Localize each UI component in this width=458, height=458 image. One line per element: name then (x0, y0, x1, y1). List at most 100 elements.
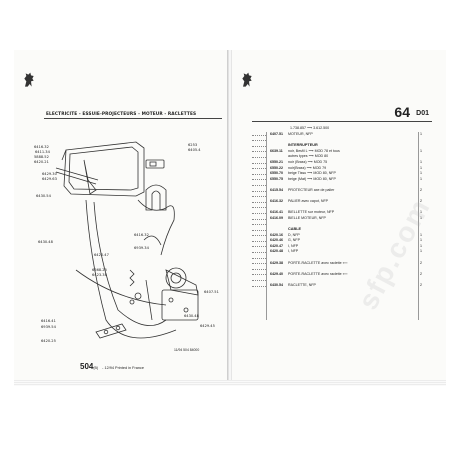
catalog-number: 504 (80, 362, 94, 371)
catalog-spread: ELECTRICITE - ESSUIE-PROJECTEURS - MOTEU… (14, 50, 446, 386)
row-qty: 1 (420, 249, 422, 254)
table-row: 6416.09 BIELLE MOTEUR, NFP 1 (252, 216, 432, 222)
row-desc: BIELLE MOTEUR, NFP (288, 215, 326, 220)
row-ref: 6416.32 (270, 199, 283, 204)
row-leader (252, 201, 266, 203)
table-row: 6429.38 PORTE-RACLETTE avec raclette ⟸ 2 (252, 261, 432, 267)
part-label: 6420.21 (34, 160, 49, 164)
table-row: autres types ⟶ MOD 80 (252, 154, 432, 160)
row-qty: 2 (420, 283, 422, 288)
row-desc: I, NFP (288, 249, 299, 254)
table-row (252, 277, 432, 283)
table-row: CABLE (252, 227, 432, 233)
row-qty: 1 (420, 171, 422, 176)
row-desc: I, NFP (288, 243, 299, 248)
row-qty: 1 (420, 165, 422, 170)
part-label: 6939.54 (41, 325, 56, 329)
row-desc: PORTE-RACLETTE avec raclette ⟸ (288, 260, 348, 265)
page-sub: D01 (416, 110, 429, 117)
table-row (252, 205, 432, 211)
part-label: 6429.63 (42, 177, 57, 181)
part-label: 6430.48 (38, 240, 53, 244)
lion-logo-icon (22, 72, 36, 88)
row-ref: 6429.40 (270, 271, 283, 276)
row-qty: 1 (420, 243, 422, 248)
row-qty: 2 (420, 199, 422, 204)
row-qty: 1 (420, 238, 422, 243)
row-leader (252, 145, 266, 147)
row-leader (252, 184, 266, 186)
row-leader (252, 268, 266, 270)
exploded-diagram (55, 141, 199, 339)
row-desc: D, NFP (288, 232, 300, 237)
row-desc: PALIER avec capot, NFP (288, 199, 329, 204)
row-qty: 1 (420, 232, 422, 237)
row-leader (252, 196, 266, 198)
row-leader (252, 134, 266, 136)
row-leader (252, 212, 266, 214)
row-qty: 1 (420, 215, 422, 220)
row-ref: 6430.54 (270, 283, 283, 288)
row-leader (252, 280, 266, 282)
row-leader (252, 190, 266, 192)
part-label: 6420.25 (41, 339, 56, 343)
gutter (228, 50, 232, 380)
printed-note: - 12/94 Printed in France (102, 366, 144, 370)
part-label: 6429.45 (200, 324, 215, 328)
row-ref: 6415.54 (270, 187, 283, 192)
row-qty: 1 (420, 132, 422, 136)
row-qty: 2 (420, 260, 422, 265)
section-title: ELECTRICITE - ESSUIE-PROJECTEURS - MOTEU… (46, 112, 197, 117)
row-ref: 6429.38 (270, 260, 283, 265)
row-leader (252, 224, 266, 226)
row-ref: 6407.51 (270, 132, 283, 136)
part-label: 6405.4 (188, 148, 201, 152)
row-ref: 6550.70 (270, 171, 283, 176)
row-desc: RACLETTE, NFP (288, 283, 316, 288)
table-row: 6420.48 I, NFP 1 (252, 249, 432, 255)
part-label: 6429.30 (42, 172, 57, 176)
row-leader (252, 257, 266, 259)
row-leader (252, 156, 266, 158)
part-label: 6668.25 (92, 268, 107, 272)
row-desc: PORTE-RACLETTE avec raclette ⟸ (288, 271, 348, 276)
title-rule (44, 118, 222, 119)
row-leader (252, 274, 266, 276)
table-row: 6420.16 D, NFP 1 (252, 233, 432, 239)
table-row (252, 266, 432, 272)
row-leader (252, 168, 266, 170)
column-rule (266, 132, 267, 320)
table-row (252, 182, 432, 188)
part-label: 5888.52 (34, 155, 49, 159)
table-row: 6407.51 MOTEUR, NFP 1 (252, 132, 432, 138)
row-desc: G, NFP (288, 238, 300, 243)
row-ref: 6420.16 (270, 232, 283, 237)
row-ref: 6420.48 (270, 249, 283, 254)
row-desc: MOTEUR, NFP (288, 132, 313, 136)
title-rule (252, 121, 432, 122)
row-desc: PROTECTEUR axe de palier (288, 187, 335, 192)
lion-logo-icon (240, 72, 254, 88)
row-ref: 6416.09 (270, 215, 283, 220)
row-qty: 1 (420, 148, 422, 153)
row-ref: 6420.46 (270, 238, 283, 243)
row-leader (252, 173, 266, 175)
row-qty: 1 (420, 159, 422, 164)
row-desc: noir(Brass) ⟶ MOD 79 (288, 165, 327, 170)
part-label: 6423.38 (92, 273, 107, 277)
part-label: 6411.34 (35, 150, 50, 154)
row-desc: BIELLETTE sur moteur, NFP (288, 210, 335, 215)
row-ref: 6550.75 (270, 176, 283, 181)
headlamp-body (63, 141, 145, 197)
row-ref: 6550.22 (270, 165, 283, 170)
table-row: 6416.32 PALIER avec capot, NFP 2 (252, 199, 432, 205)
row-leader (252, 240, 266, 242)
row-leader (252, 246, 266, 248)
